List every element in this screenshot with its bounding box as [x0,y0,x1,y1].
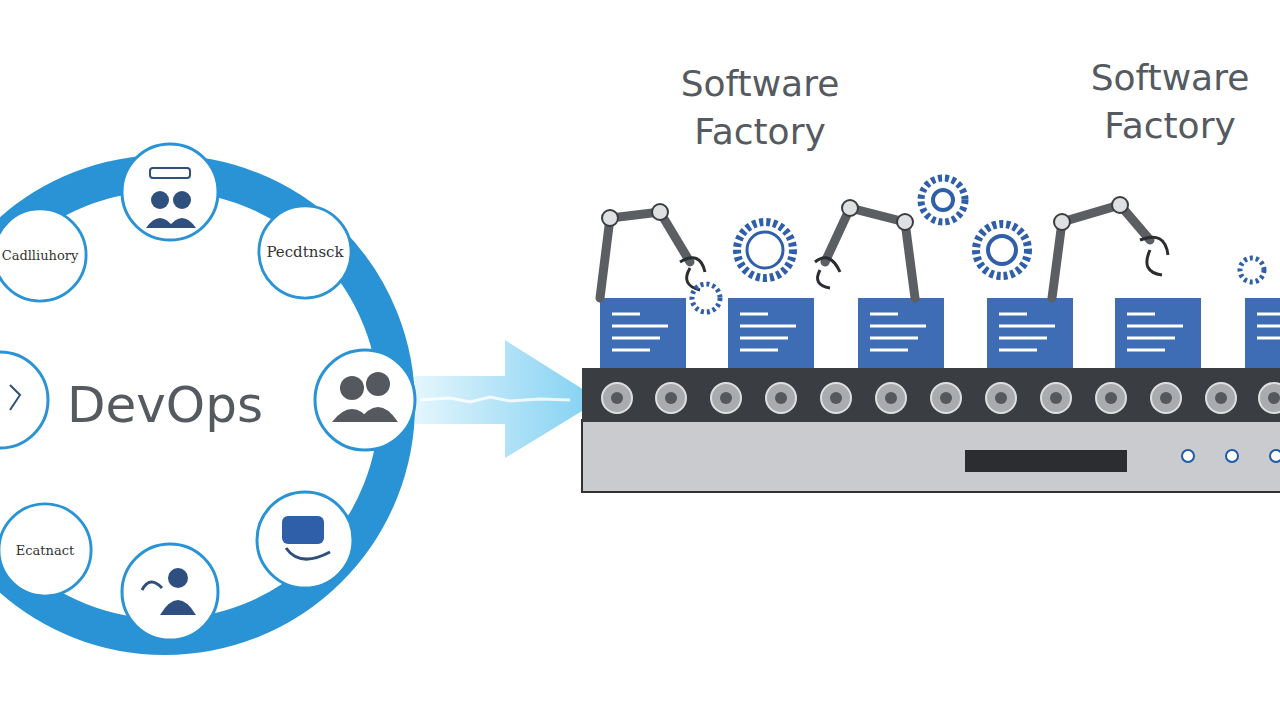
conveyor-body [582,420,1280,492]
devops-ring: DevOps Cadlliuhory PecdtnsckEcatnact [0,155,415,655]
circle-shape [259,206,351,298]
robot-arms [600,205,1150,298]
ring-shape [0,173,397,637]
conveyor-slot [965,450,1127,472]
rollers [602,383,1280,413]
code-documents [600,298,1280,368]
practice-label: Cadlliuhory [2,248,79,263]
robot-grippers [680,237,1168,290]
circle-shape [0,209,86,301]
gears [692,178,1264,312]
practice-circle: Pecdtnsck [257,204,353,300]
practice-circle: Ecatnact [0,502,93,598]
circle-shape [0,504,91,596]
center-title: DevOps [67,376,263,434]
flow-arrow [415,340,600,458]
section-label: Software Factory [660,60,860,156]
practice-label: Pecdtnsck [266,243,343,261]
robot-joints [602,197,1128,230]
section-label: Software Factory [1070,54,1270,150]
practice-circle: Cadlliuhory [0,207,88,303]
arrow-spark [420,397,570,402]
conveyor-belt [582,368,1280,422]
status-dots [1182,450,1280,462]
practice-label: Ecatnact [16,543,74,558]
